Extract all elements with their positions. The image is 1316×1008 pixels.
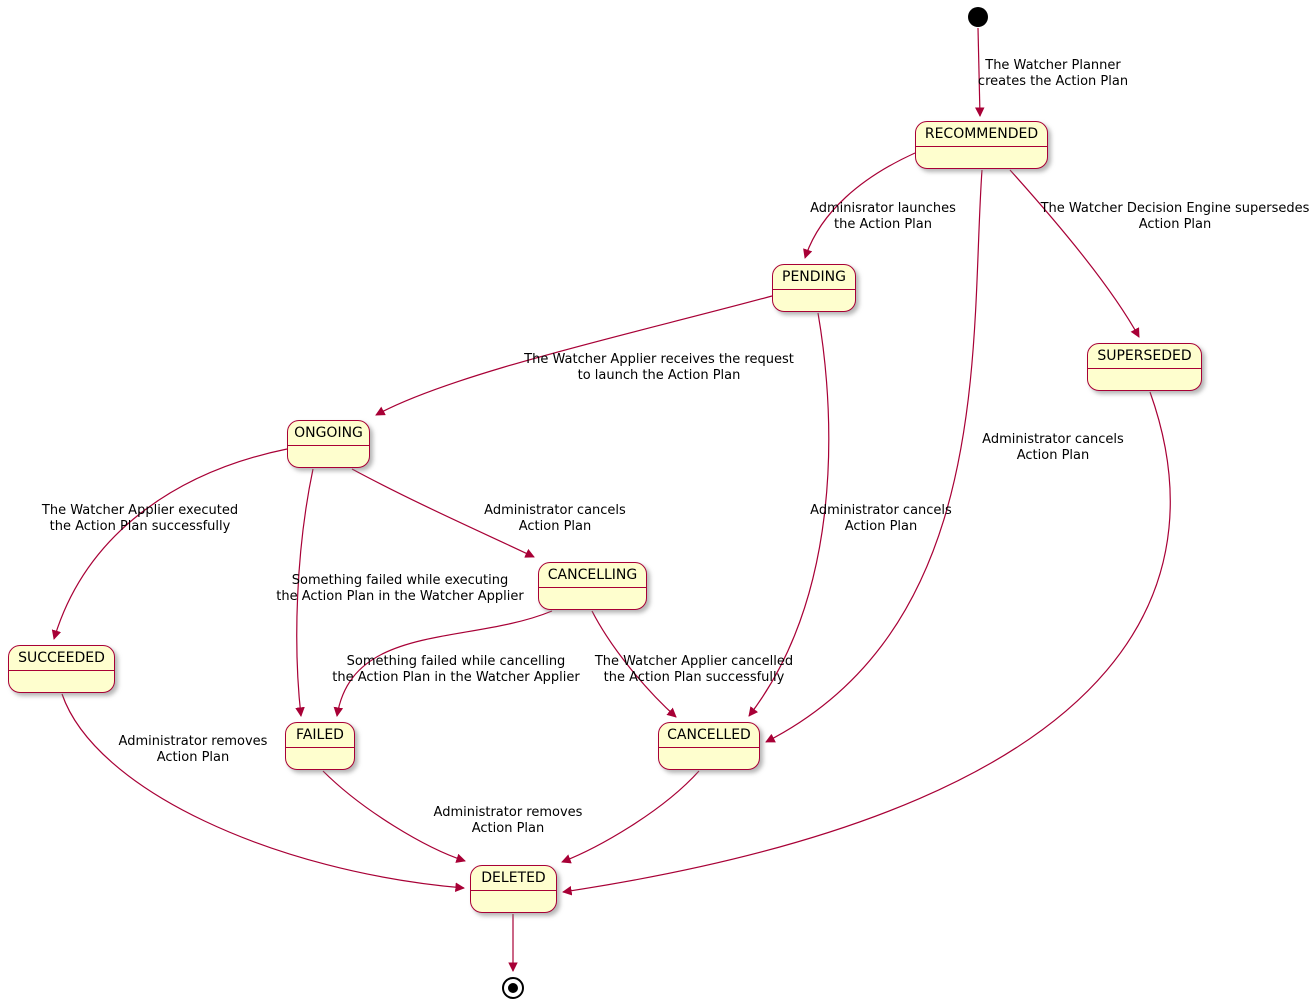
state-deleted-body [471, 891, 556, 911]
edge-ongoing-to-cancelling [351, 468, 535, 558]
edge-label-cancelling-to-cancelled: The Watcher Applier cancelled the Action… [594, 654, 794, 685]
state-pending-body [773, 290, 855, 310]
edge-failed-to-deleted [322, 770, 466, 863]
edge-superseded-to-deleted [562, 391, 1171, 896]
state-recommended-body [916, 147, 1047, 167]
edge-cancelling-to-cancelled [591, 610, 677, 718]
edge-label-ongoing-to-succeeded: The Watcher Applier executed the Action … [41, 503, 239, 534]
edge-label-recommended-to-cancelled: Administrator cancels Action Plan [982, 432, 1124, 463]
initial-state-icon [968, 7, 988, 27]
edge-label-ongoing-to-failed: Something failed while executing the Act… [276, 573, 524, 604]
edge-pending-to-ongoing [375, 295, 773, 416]
state-succeeded-label: SUCCEEDED [9, 646, 114, 671]
edge-label-cancelling-to-failed: Something failed while cancelling the Ac… [332, 654, 580, 685]
edge-label-recommended-to-superseded: The Watcher Decision Engine supersedes A… [1040, 201, 1310, 232]
edge-label-pending-to-ongoing: The Watcher Applier receives the request… [524, 352, 794, 383]
edge-cancelling-to-failed [333, 610, 553, 717]
edge-label-ongoing-to-cancelling: Administrator cancels Action Plan [484, 503, 626, 534]
edge-ongoing-to-failed [295, 468, 314, 717]
edge-ongoing-to-succeeded [51, 448, 288, 640]
edge-recommended-to-superseded [1009, 169, 1140, 338]
edge-cancelled-to-deleted [561, 770, 700, 864]
state-succeeded-body [9, 671, 114, 691]
state-superseded: SUPERSEDED [1087, 343, 1202, 391]
state-succeeded: SUCCEEDED [8, 645, 115, 693]
state-failed-label: FAILED [286, 723, 354, 748]
edge-recommended-to-pending [803, 152, 916, 259]
state-cancelling: CANCELLING [538, 562, 647, 610]
state-cancelled: CANCELLED [658, 722, 760, 770]
state-cancelling-label: CANCELLING [539, 563, 646, 588]
edge-label-pending-to-cancelled: Administrator cancels Action Plan [810, 503, 952, 534]
edge-label-initial-to-recommended: The Watcher Planner creates the Action P… [977, 58, 1129, 89]
state-failed: FAILED [285, 722, 355, 770]
edge-label-succeeded-to-deleted: Administrator removes Action Plan [118, 734, 268, 765]
state-superseded-body [1088, 369, 1201, 389]
edge-succeeded-to-deleted [61, 693, 465, 893]
state-cancelling-body [539, 588, 646, 608]
state-ongoing-label: ONGOING [288, 421, 369, 446]
state-cancelled-label: CANCELLED [659, 723, 759, 748]
edge-initial-to-recommended [975, 27, 985, 117]
edge-pending-to-cancelled [748, 312, 830, 717]
state-recommended: RECOMMENDED [915, 121, 1048, 169]
state-recommended-label: RECOMMENDED [916, 122, 1047, 147]
final-state-dot-icon [508, 983, 518, 993]
edge-label-recommended-to-pending: Adminisrator launches the Action Plan [810, 201, 956, 232]
state-superseded-label: SUPERSEDED [1088, 344, 1201, 369]
state-ongoing: ONGOING [287, 420, 370, 468]
state-cancelled-body [659, 748, 759, 768]
final-state-icon [502, 977, 524, 999]
edge-label-failed-to-deleted: Administrator removes Action Plan [433, 805, 583, 836]
state-deleted-label: DELETED [471, 866, 556, 891]
state-pending: PENDING [772, 264, 856, 312]
edge-recommended-to-cancelled [765, 169, 983, 743]
state-deleted: DELETED [470, 865, 557, 913]
state-ongoing-body [288, 446, 369, 466]
state-pending-label: PENDING [773, 265, 855, 290]
state-failed-body [286, 748, 354, 768]
